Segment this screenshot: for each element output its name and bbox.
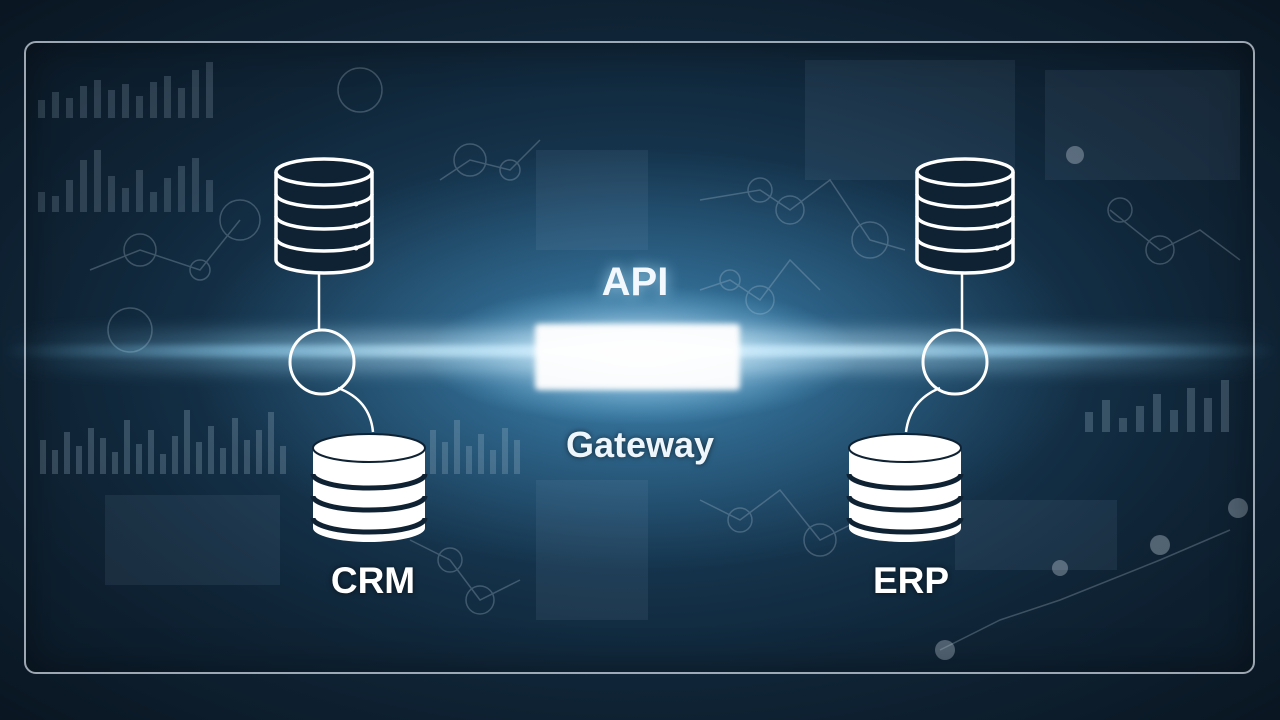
- connector-ring-icon: [288, 328, 356, 396]
- database-server-icon: [274, 157, 374, 275]
- gateway-core: [535, 324, 740, 390]
- bg-panel: [536, 150, 648, 250]
- bg-panel: [1045, 70, 1240, 180]
- bg-panel: [536, 480, 648, 620]
- bg-panel: [105, 495, 280, 585]
- bg-bar-chart: [38, 62, 213, 118]
- connector-lines: [317, 270, 964, 433]
- bg-bar-chart: [40, 410, 520, 474]
- light-beam: [0, 285, 1280, 425]
- erp-label: ERP: [872, 560, 950, 601]
- database-server-icon: [915, 157, 1015, 275]
- gateway-label: Gateway: [565, 424, 715, 465]
- connector-ring-icon: [921, 328, 989, 396]
- database-stack-icon: [846, 433, 964, 542]
- database-stack-icon: [310, 433, 428, 542]
- crm-label: CRM: [330, 560, 416, 601]
- bg-bar-chart: [1085, 380, 1229, 432]
- bg-network: [89, 67, 1241, 651]
- bg-panel: [955, 500, 1117, 570]
- diagram-frame: [24, 41, 1255, 674]
- bg-network-dots: [935, 146, 1248, 660]
- bg-bar-chart: [38, 150, 213, 212]
- api-label: API: [601, 260, 669, 304]
